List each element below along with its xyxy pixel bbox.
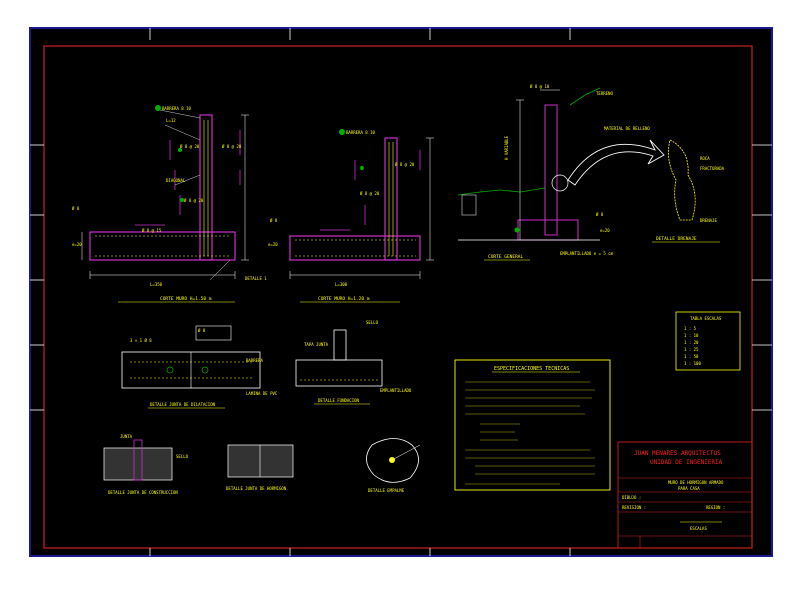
svg-text:Ø 8: Ø 8 [596, 212, 604, 217]
footing-section: TAPA JUNTA SELLO EMPLANTILLADO DETALLE FU… [295, 320, 412, 405]
svg-text:EMPLANTILLADO: EMPLANTILLADO [380, 388, 412, 393]
svg-text:Ø 8 @ 15: Ø 8 @ 15 [142, 228, 162, 233]
svg-text:DRENAJE: DRENAJE [700, 218, 717, 223]
svg-text:BARRERA: BARRERA [246, 358, 263, 363]
svg-text:Ø 8: Ø 8 [270, 218, 278, 223]
inner-frame [43, 45, 753, 549]
svg-text:Ø 8 @ 20: Ø 8 @ 20 [222, 144, 242, 149]
svg-text:LAMINA DE PVC: LAMINA DE PVC [246, 391, 278, 396]
wall-elevation: Ø 8 @ 10 TERRENO H VARIABLE Ø 8 e=20 EMPLA… [457, 84, 614, 261]
title-project-1: MURO DE HORMIGON ARMADO [668, 480, 724, 485]
svg-text:TERRENO: TERRENO [596, 91, 613, 96]
svg-text:SELLO: SELLO [176, 454, 189, 459]
section-1-caption: CORTE MURO H=1.50 m [160, 296, 212, 302]
svg-text:Ø 8: Ø 8 [198, 328, 206, 333]
bottom-3-caption: DETALLE EMPALME [368, 488, 405, 493]
specs-title: ESPECIFICACIONES TECNICAS [494, 366, 569, 372]
svg-text:FRACTURADA: FRACTURADA [700, 166, 725, 171]
svg-text:MATERIAL DE RELLENO: MATERIAL DE RELLENO [604, 126, 650, 131]
section-2-caption: CORTE MURO H=1.20 m [318, 296, 370, 302]
svg-text:L=12: L=12 [166, 118, 176, 123]
svg-text:Ø 8 @ 20: Ø 8 @ 20 [395, 162, 415, 167]
svg-text:ROCA: ROCA [700, 156, 710, 161]
scale-row-2: 1 : 10 [684, 333, 699, 338]
scale-row-1: 1 : 5 [684, 326, 697, 331]
svg-text:DETALLE 1: DETALLE 1 [245, 276, 267, 281]
field-region: REGION : [706, 505, 725, 510]
specifications-box: ESPECIFICACIONES TECNICAS [454, 359, 611, 491]
svg-text:BARRERA 8 10: BARRERA 8 10 [162, 106, 191, 111]
field-review: REVISION : [622, 505, 646, 510]
svg-text:e=20: e=20 [268, 242, 278, 247]
svg-text:DIAGONAL: DIAGONAL [166, 178, 186, 183]
title-date-label: ESCALAS [690, 526, 707, 531]
svg-text:Ø 8 @ 20: Ø 8 @ 20 [184, 198, 204, 203]
svg-text:e=20: e=20 [600, 228, 610, 233]
svg-text:Ø 8 @ 20: Ø 8 @ 20 [180, 144, 200, 149]
frame-ticks [30, 28, 772, 556]
svg-text:SELLO: SELLO [366, 320, 379, 325]
field-drawing: DIBUJO : [622, 495, 641, 500]
svg-text:Ø 8: Ø 8 [72, 206, 80, 211]
wall-section-2: BARRERA 8 10 Ø 8 @ 20 Ø 8 @ 20 Ø 8 e=20L=3… [268, 129, 434, 303]
svg-text:TAPA JUNTA: TAPA JUNTA [304, 342, 329, 347]
svg-text:BARRERA 8 10: BARRERA 8 10 [346, 130, 375, 135]
svg-text:EMPLANTILLADO e = 5 cm: EMPLANTILLADO e = 5 cm [560, 251, 614, 256]
elevation-caption: CORTE GENERAL [488, 254, 524, 260]
bottom-detail-3: DETALLE EMPALME [366, 438, 421, 493]
footing-plan: 3 × 1 Ø 8 BARRERA LAMINA DE PVC Ø 8 DETALL… [121, 325, 278, 409]
bottom-2-caption: DETALLE JUNTA DE HORMIGON [226, 486, 287, 491]
title-block: JUAN MENARES ARQUITECTOS UNIDAD DE INGEN… [617, 441, 753, 549]
scale-row-3: 1 : 20 [684, 340, 699, 345]
rock-caption: DETALLE DRENAJE [656, 236, 697, 242]
svg-text:H VARIABLE: H VARIABLE [504, 135, 509, 160]
footing-plan-caption: DETALLE JUNTA DE DILATACION [150, 402, 216, 407]
title-project-2: PARA CASA [678, 486, 700, 491]
footing-section-caption: DETALLE FUNDACION [318, 398, 360, 403]
scale-table: TABLA ESCALAS 1 : 5 1 : 10 1 : 20 1 : 25… [675, 311, 741, 371]
scale-table-title: TABLA ESCALAS [690, 316, 722, 321]
svg-text:3 × 1 Ø 8: 3 × 1 Ø 8 [130, 338, 152, 343]
svg-text:L=350: L=350 [150, 282, 163, 287]
rock-detail: MATERIAL DE RELLENO ROCA FRACTURADA DRENAJ… [604, 126, 725, 243]
scale-row-5: 1 : 50 [684, 354, 699, 359]
svg-text:e=20: e=20 [72, 242, 82, 247]
outer-frame [29, 27, 773, 557]
detail-arrow [567, 139, 665, 186]
wall-section-1: BARRERA 8 10 L=12 Ø 8 @ 20 Ø 8 @ 20 DIAGON… [72, 105, 267, 303]
bottom-detail-2: DETALLE JUNTA DE HORMIGON [226, 444, 294, 491]
scale-row-4: 1 : 25 [684, 347, 699, 352]
bottom-1-caption: DETALLE JUNTA DE CONSTRUCCION [108, 490, 178, 495]
scale-row-6: 1 : 100 [684, 361, 701, 366]
bottom-detail-1: JUNTA SELLO DETALLE JUNTA DE CONSTRUCCION [103, 434, 189, 495]
title-office: JUAN MENARES ARQUITECTOS [634, 450, 721, 457]
title-unit: UNIDAD DE INGENIERIA [650, 459, 723, 466]
svg-text:JUNTA: JUNTA [120, 434, 133, 439]
svg-text:Ø 8 @ 20: Ø 8 @ 20 [360, 191, 380, 196]
svg-text:Ø 8 @ 10: Ø 8 @ 10 [530, 84, 550, 89]
svg-text:L=300: L=300 [335, 282, 348, 287]
